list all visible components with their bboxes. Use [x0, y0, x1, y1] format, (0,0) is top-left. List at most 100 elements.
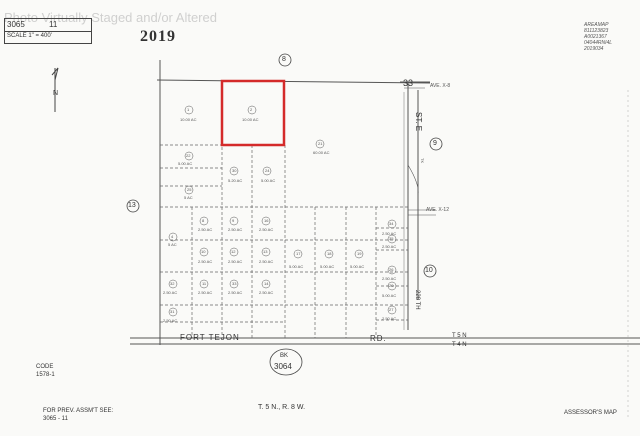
parcel-number: 35: [389, 236, 394, 241]
compass-n-label: N: [53, 90, 59, 97]
parcel-number: 16: [264, 218, 269, 223]
parcel-area: 5 AC: [168, 242, 177, 247]
parcel-area: 2.50 AC: [259, 290, 274, 295]
prev-assessment-line1: FOR PREV. ASSM'T SEE:: [43, 408, 114, 414]
parcel-circle-17: [293, 249, 303, 259]
prev-assessment-line2: 3065 - 11: [43, 416, 68, 422]
adjacent-map-east-upper: 9: [433, 140, 437, 147]
parcel-circle-21: [315, 139, 325, 149]
north-arrow-head: [51, 67, 59, 81]
parcel-number: 17: [296, 251, 301, 256]
watermark-text: Photo Virtually Staged and/or Altered: [4, 10, 217, 25]
parcel-area: 2.50 AC: [198, 227, 213, 232]
parcel-number: 13: [263, 249, 268, 254]
parcel-number: 18: [327, 251, 332, 256]
parcel-circle-15: [229, 279, 239, 289]
map-number: 3065: [7, 20, 25, 29]
parcel-number: 2: [250, 107, 253, 112]
parcel-circle-19: [354, 249, 364, 259]
parcel-circle-32: [168, 279, 178, 289]
parcel-circle-8: [199, 216, 209, 226]
parcel-area: 5.00 AC: [261, 178, 276, 183]
parcel-circle-30: [229, 166, 239, 176]
map-scale-box: 3065 11 SCALE 1" = 400': [4, 18, 92, 44]
parcel-area: 2.50 AC: [198, 259, 213, 264]
office-stamp: AREAMAP 811123823 A0021367 04044RNI4L 20…: [584, 22, 612, 52]
parcel-circle-11: [199, 279, 209, 289]
parcel-circle-18: [324, 249, 334, 259]
map-circles: [126, 53, 443, 376]
parcel-circle-12: [229, 247, 239, 257]
parcel-number: 32: [170, 281, 175, 286]
parcel-circle-25: [184, 185, 194, 195]
parcel-circle-14: [261, 279, 271, 289]
parcel-number: 31: [170, 309, 175, 314]
parcel-number: 30: [232, 168, 237, 173]
parcel-area: 60.00 AC: [313, 150, 330, 155]
parcel-area: 2.50 AC: [382, 276, 397, 281]
parcel-circle-10: [199, 247, 209, 257]
parcel-area: 5.00 AC: [178, 161, 193, 166]
parcel-number: 14: [264, 281, 269, 286]
parcel-circle-4: [168, 232, 178, 242]
parcel-circle-24: [262, 166, 272, 176]
parcel-area: 10.00 AC: [180, 117, 197, 122]
parcel-circle-20: [387, 281, 397, 291]
parcel-area: 2.50 AC: [382, 316, 397, 321]
adjacent-map-west: 13: [128, 202, 136, 209]
parcel-area: 2.50 AC: [382, 231, 397, 236]
parcel-number: 25: [187, 187, 192, 192]
parcel-area: 5.00 AC: [350, 264, 365, 269]
parcel-circle-34: [387, 234, 397, 244]
parcel-number: 11: [202, 281, 207, 286]
road-label-st-e: ST. E: [414, 112, 423, 132]
township-4n: T 4 N: [452, 342, 467, 348]
parcel-number: 8: [202, 218, 205, 223]
north-boundary-line: [156, 79, 431, 84]
tk-curve-line: [407, 164, 419, 196]
parcel-circle-9: [229, 216, 239, 226]
parcel-number: 24: [265, 168, 270, 173]
stamp-line: 811123823: [584, 28, 609, 34]
parcel-area: 5.00 AC: [289, 264, 304, 269]
parcel-number: 27: [389, 307, 394, 312]
road-label-ave-x8: AVE. X-8: [430, 83, 451, 89]
parcel-area: 2.50 AC: [163, 318, 178, 323]
road-label-tk: TK: [420, 158, 425, 164]
parcel-number-circles: [168, 105, 397, 317]
book-label: BK: [280, 353, 289, 359]
stamp-line: 04044RNI4L: [584, 40, 613, 46]
parcel-circle-13: [261, 247, 271, 257]
township-range: T. 5 N., R. 8 W.: [258, 404, 306, 411]
parcel-area: 5.00 AC: [382, 293, 397, 298]
road-label-228th: 228 TH: [414, 290, 420, 310]
road-label-ave-x12: AVE. X-12: [426, 207, 449, 213]
stamp-line: A0021367: [584, 34, 607, 40]
parcel-number: 12: [231, 249, 236, 254]
code-label: CODE: [36, 364, 54, 370]
stamp-line: 2019034: [584, 46, 604, 52]
parcel-number: 1: [187, 107, 190, 112]
parcel-circle-27: [387, 305, 397, 315]
parcel-number: 20: [389, 283, 394, 288]
parcel-number: 22: [186, 153, 191, 158]
parcel-area: 10.00 AC: [242, 117, 259, 122]
adjacent-map-circle-east-lower: [423, 264, 437, 278]
parcel-circle-26: [387, 265, 397, 275]
adjacent-map-east-lower: 10: [425, 267, 433, 274]
parcel-area: 2.50 AC: [228, 290, 243, 295]
parcel-area: 2.50 AC: [259, 259, 274, 264]
boundary-lines: [130, 60, 640, 420]
parcel-number: 19: [357, 251, 362, 256]
map-year: 2019: [140, 28, 176, 45]
parcel-circle-22: [184, 151, 194, 161]
assessors-map-label: ASSESSOR'S MAP: [564, 410, 617, 416]
parcel-number: 26: [389, 267, 394, 272]
parcel-area: 5.20 AC: [228, 178, 243, 183]
parcel-number: 10: [201, 249, 206, 254]
adjacent-map-circle-west: [126, 199, 140, 213]
road-label-rd: RD.: [370, 334, 387, 343]
code-value: 1578-1: [36, 372, 55, 378]
